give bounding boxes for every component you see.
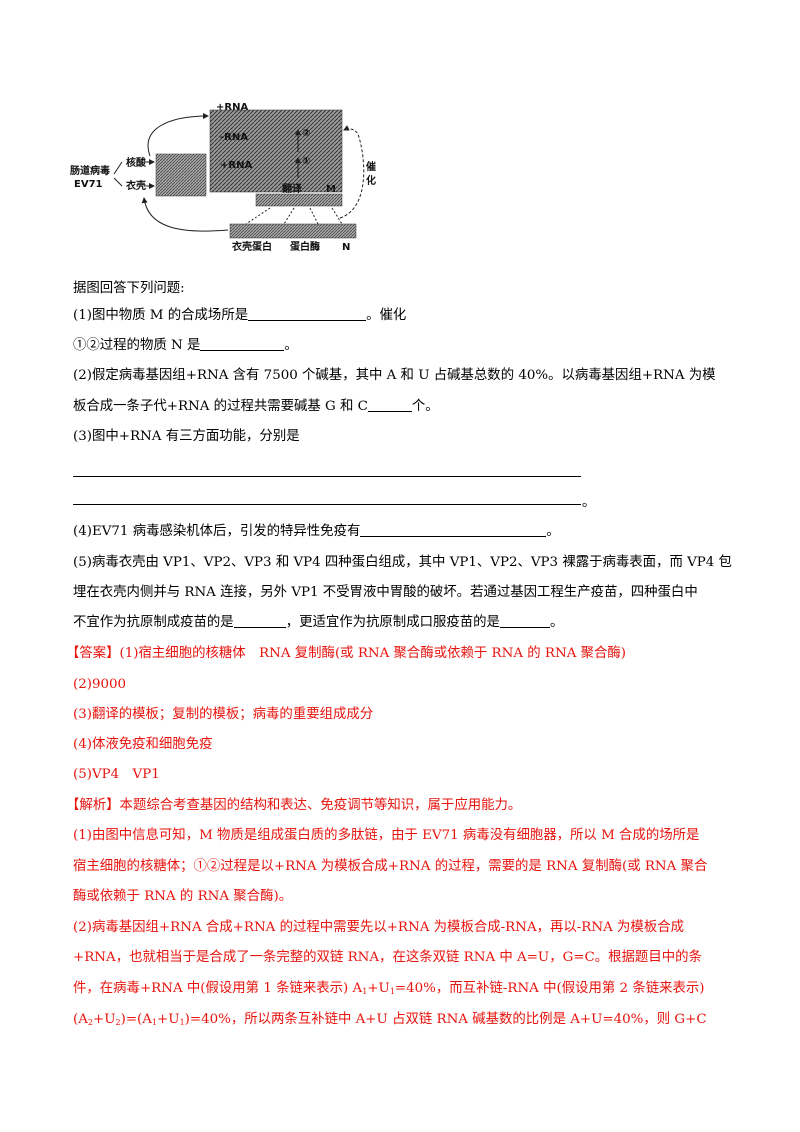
q1b-suffix: 。: [284, 338, 298, 353]
q5c-suffix: 。: [549, 615, 564, 630]
q3-answer-line-2: [73, 504, 581, 505]
question-2a: (2)假定病毒基因组+RNA 含有 7500 个碱基，其中 A 和 U 占碱基总…: [73, 368, 716, 383]
analysis-p1-line1: (1)由图中信息可知，M 物质是组成蛋白质的多肽链，由于 EV71 病毒没有细胞…: [73, 828, 700, 843]
q1b-blank: [200, 337, 285, 351]
step-2-marker: ②: [302, 128, 310, 139]
q5c-prefix: 不宜作为抗原制成疫苗的是: [73, 615, 234, 630]
q1a-suffix: 。催化: [366, 308, 407, 323]
analysis-p2-line3: 件，在病毒+RNA 中(假设用第 1 条链来表示) A1+U1=40%，而互补链…: [73, 980, 705, 1001]
p2d-sub1: 2: [87, 1018, 93, 1027]
protein-bar: [229, 223, 357, 239]
translation-label: 翻译: [282, 182, 303, 195]
question-4: (4)EV71 病毒感染机体后，引发的特异性免疫有 。: [73, 523, 560, 541]
p2c-part2: +U: [367, 981, 390, 996]
p2d-part4: +U: [157, 1012, 180, 1027]
question-2b: 板合成一条子代+RNA 的过程共需要碱基 G 和 C 个。: [73, 398, 439, 416]
answer-1: 【答案】(1)宿主细胞的核糖体 RNA 复制酶(或 RNA 聚合酶或依赖于 RN…: [66, 646, 627, 661]
cleavage-arrows: [245, 207, 343, 225]
answer-5: (5)VP4 VP1: [73, 767, 160, 782]
question-1b: ①②过程的物质 N 是 。: [73, 337, 298, 355]
protease-label: 蛋白酶: [290, 240, 320, 253]
q2b-blank: [367, 398, 412, 412]
replication-block: [209, 109, 343, 193]
q5c-blank-2: [499, 614, 550, 628]
catalysis-arrow: [339, 125, 365, 219]
ev71-replication-diagram: 肠道病毒 EV71 核酸 衣壳 +RNA -RNA +RNA ② ① 催 化: [70, 98, 390, 254]
answer-3: (3)翻译的模板；复制的模板；病毒的重要组成成分: [73, 707, 374, 722]
q3-answer-line-1: [73, 476, 581, 477]
p2d-sub4: 1: [179, 1018, 185, 1027]
p2c-part3: =40%，而互补链-RNA 中(假设用第 2 条链来表示): [394, 981, 705, 996]
answer-4: (4)体液免疫和细胞免疫: [73, 737, 213, 752]
catalysis-label-2: 化: [366, 174, 376, 187]
arrow-to-replication: [147, 113, 209, 157]
virus-branch-lines: [113, 161, 123, 187]
q3-end-mark: 。: [582, 495, 596, 510]
p2d-part1: (A: [73, 1012, 88, 1027]
p2d-part2: +U: [93, 1012, 116, 1027]
p2c-sub2: 1: [389, 987, 395, 996]
virus-label-line1: 肠道病毒: [70, 164, 110, 177]
analysis-title: 【解析】本题综合考查基因的结构和表达、免疫调节等知识，属于应用能力。: [66, 798, 522, 813]
p2c-part1: 件，在病毒+RNA 中(假设用第 1 条链来表示) A: [73, 981, 363, 996]
analysis-p2-line2: +RNA，也就相当于是合成了一条完整的双链 RNA，在这条双链 RNA 中 A=…: [73, 950, 702, 965]
analysis-p1-line2: 宿主细胞的核糖体；①②过程是以+RNA 为模板合成+RNA 的过程，需要的是 R…: [73, 859, 708, 874]
rna-plus-bottom: +RNA: [220, 160, 252, 171]
virus-label-line2: EV71: [74, 179, 103, 190]
analysis-p1-line3: 酶或依赖于 RNA 的 RNA 聚合酶)。: [73, 889, 293, 904]
p2c-sub1: 1: [362, 987, 368, 996]
q2b-suffix: 个。: [411, 399, 439, 414]
q1b-prefix: ①②过程的物质 N 是: [73, 338, 201, 353]
q5c-blank-1: [233, 614, 286, 628]
p2d-part3: )=(A: [120, 1012, 152, 1027]
p2d-sub3: 1: [151, 1018, 158, 1027]
capsid-label: 衣壳: [126, 179, 146, 192]
nucleic-acid-label: 核酸: [126, 156, 147, 169]
question-5c: 不宜作为抗原制成疫苗的是 ，更适宜作为抗原制成口服疫苗的是 。: [73, 614, 563, 632]
q1a-blank: [248, 307, 367, 321]
catalysis-label-1: 催: [366, 160, 376, 173]
q4-prefix: (4)EV71 病毒感染机体后，引发的特异性免疫有: [73, 524, 361, 539]
diagram-svg: 肠道病毒 EV71 核酸 衣壳 +RNA -RNA +RNA ② ① 催 化: [70, 102, 376, 253]
question-5b: 埋在衣壳内侧并与 RNA 连接，另外 VP1 不受胃液中胃酸的破坏。若通过基因工…: [73, 585, 698, 600]
step-1-marker: ①: [302, 156, 310, 167]
arrow-assembly: [141, 197, 229, 232]
rna-plus-top: +RNA: [216, 102, 248, 113]
rna-minus: -RNA: [220, 132, 248, 143]
capsid-protein-label: 衣壳蛋白: [232, 240, 272, 253]
p2d-part5: )=40%，所以两条互补链中 A+U 占双链 RNA 碱基数的比例是 A+U=4…: [184, 1012, 707, 1027]
label-n: N: [342, 242, 350, 253]
question-1a: (1)图中物质 M 的合成场所是 。催化: [73, 307, 406, 325]
host-cell-small-block: [155, 153, 207, 197]
q5c-middle: ，更适宜作为抗原制成口服疫苗的是: [285, 615, 500, 630]
analysis-p2-line4: (A2+U2)=(A1+U1)=40%，所以两条互补链中 A+U 占双链 RNA…: [73, 1011, 707, 1032]
question-5a: (5)病毒衣壳由 VP1、VP2、VP3 和 VP4 四种蛋白组成，其中 VP1…: [73, 555, 732, 570]
analysis-p2-line1: (2)病毒基因组+RNA 合成+RNA 的过程中需要先以+RNA 为模板合成-R…: [73, 920, 684, 935]
question-3: (3)图中+RNA 有三方面功能，分别是: [73, 429, 300, 444]
polypeptide-m-bar: [255, 193, 343, 207]
question-intro: 据图回答下列问题:: [73, 281, 185, 296]
p2d-sub2: 2: [115, 1018, 121, 1027]
q4-blank: [360, 523, 547, 537]
q1a-prefix: (1)图中物质 M 的合成场所是: [73, 308, 249, 323]
q4-suffix: 。: [546, 524, 560, 539]
answer-2: (2)9000: [73, 677, 127, 692]
label-m: M: [326, 184, 336, 195]
q2b-prefix: 板合成一条子代+RNA 的过程共需要碱基 G 和 C: [73, 399, 368, 414]
